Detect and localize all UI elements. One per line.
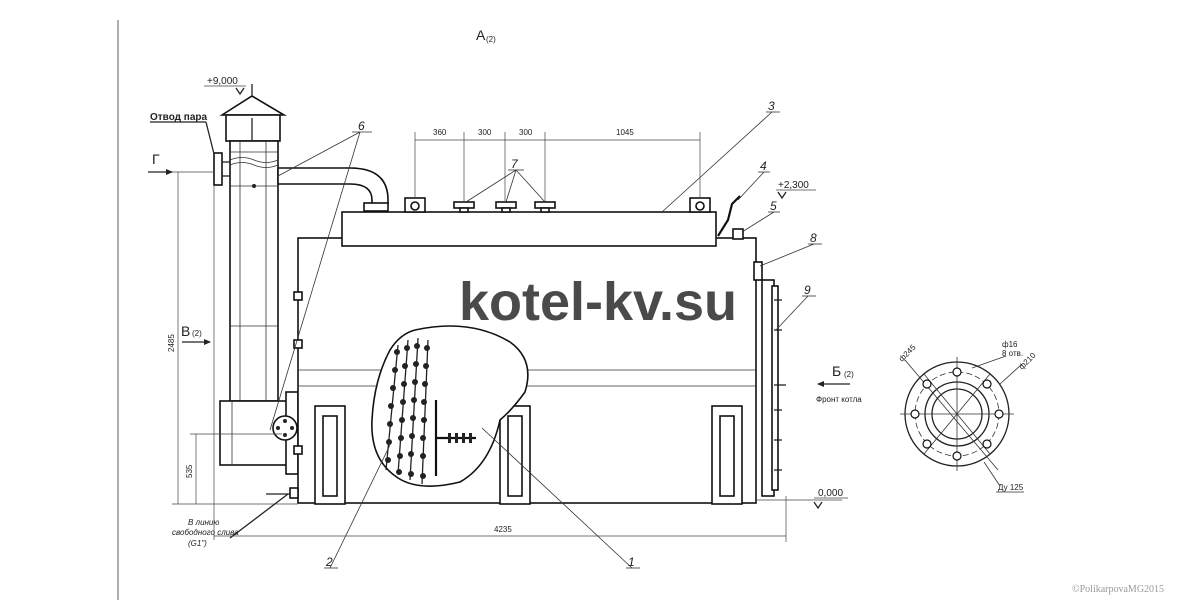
svg-text:0,000: 0,000 xyxy=(818,488,843,499)
view-label-g: Г xyxy=(148,151,173,175)
chimney xyxy=(213,84,299,475)
svg-text:5: 5 xyxy=(770,199,777,213)
svg-text:8: 8 xyxy=(810,231,817,245)
svg-text:6: 6 xyxy=(358,119,365,133)
svg-text:Г: Г xyxy=(152,151,160,167)
svg-text:4: 4 xyxy=(760,159,767,173)
svg-text:Ду 125: Ду 125 xyxy=(998,483,1024,492)
boiler-supports xyxy=(314,405,743,505)
svg-text:В линию: В линию xyxy=(188,518,219,527)
svg-text:(2): (2) xyxy=(844,370,854,379)
svg-text:300: 300 xyxy=(519,128,533,137)
elevation-ground: 0,000 xyxy=(813,488,848,510)
steam-outlet-label: Отвод пара xyxy=(150,112,215,155)
svg-text:300: 300 xyxy=(478,128,492,137)
svg-text:1045: 1045 xyxy=(616,128,634,137)
svg-text:+2,300: +2,300 xyxy=(778,180,809,191)
svg-text:360: 360 xyxy=(433,128,447,137)
svg-text:(2): (2) xyxy=(486,35,496,44)
svg-text:(2): (2) xyxy=(192,329,202,338)
front-equipment xyxy=(753,261,786,497)
watermark: kotel-kv.su xyxy=(459,272,737,332)
svg-text:свободного слива: свободного слива xyxy=(172,528,239,537)
elevation-mid: +2,300 xyxy=(776,180,816,200)
callout-numbers: 6 7 3 4 5 8 9 2 1 xyxy=(325,99,817,569)
callout-leaders xyxy=(269,111,822,569)
svg-text:2485: 2485 xyxy=(167,334,176,352)
svg-text:(G1"): (G1") xyxy=(188,539,207,548)
svg-text:ф245: ф245 xyxy=(897,343,918,364)
svg-text:1: 1 xyxy=(628,555,635,569)
steam-pipe xyxy=(277,167,389,212)
cutaway-view xyxy=(371,325,529,487)
svg-text:В: В xyxy=(181,323,190,339)
svg-text:3: 3 xyxy=(768,99,775,113)
svg-text:7: 7 xyxy=(511,157,519,171)
flange-detail xyxy=(900,355,1023,487)
view-label-a: А (2) xyxy=(476,27,496,44)
copyright: ©PolikarpovaMG2015 xyxy=(1072,584,1164,595)
top-collector xyxy=(341,195,744,247)
svg-text:А: А xyxy=(476,27,486,43)
svg-text:Б: Б xyxy=(832,363,841,379)
elevation-top: +9,000 xyxy=(204,76,246,96)
dimension-lines xyxy=(172,132,842,542)
view-label-b: Б (2) Фронт котла xyxy=(816,363,862,404)
svg-text:2: 2 xyxy=(325,555,333,569)
drain-line-label: В линию свободного слива (G1") xyxy=(172,487,299,548)
dimension-texts: 360 300 300 1045 2485 535 4235 xyxy=(167,128,634,534)
view-label-v: В (2) xyxy=(181,323,211,345)
svg-text:ф16: ф16 xyxy=(1002,340,1018,349)
svg-text:535: 535 xyxy=(185,464,194,478)
svg-text:9: 9 xyxy=(804,283,811,297)
svg-text:Фронт котла: Фронт котла xyxy=(816,395,862,404)
svg-text:+9,000: +9,000 xyxy=(207,76,238,87)
svg-text:4235: 4235 xyxy=(494,525,512,534)
svg-text:Отвод пара: Отвод пара xyxy=(150,112,208,123)
svg-text:8 отв.: 8 отв. xyxy=(1002,349,1023,358)
